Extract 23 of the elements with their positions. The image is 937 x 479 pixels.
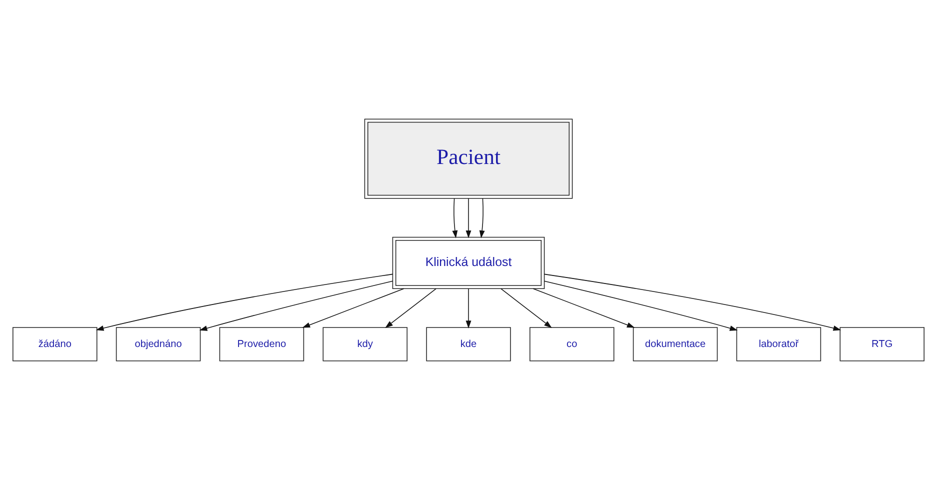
node-box: dokumentace	[632, 326, 718, 361]
arrow	[479, 198, 485, 238]
node-box: co	[530, 326, 614, 361]
node-box: žádáno	[12, 326, 98, 361]
arrow	[544, 280, 738, 330]
arrow	[500, 288, 552, 328]
node-box: laboratoř	[736, 326, 822, 361]
node-box: RTG	[840, 326, 924, 361]
node-box: Provedeno	[219, 326, 304, 361]
arrow	[385, 288, 436, 328]
arrow	[96, 273, 394, 330]
arrow	[532, 288, 635, 328]
node-box: Pacient	[364, 118, 573, 198]
node-box: objednáno	[116, 326, 201, 361]
arrow	[199, 280, 393, 330]
arrow	[452, 198, 458, 238]
arrow	[466, 288, 472, 328]
node-box: Klinická událost	[392, 236, 545, 288]
arrow	[544, 273, 842, 330]
arrow	[302, 288, 404, 328]
arrow	[466, 198, 472, 238]
node-box: kde	[426, 326, 511, 361]
node-box: kdy	[322, 326, 408, 361]
